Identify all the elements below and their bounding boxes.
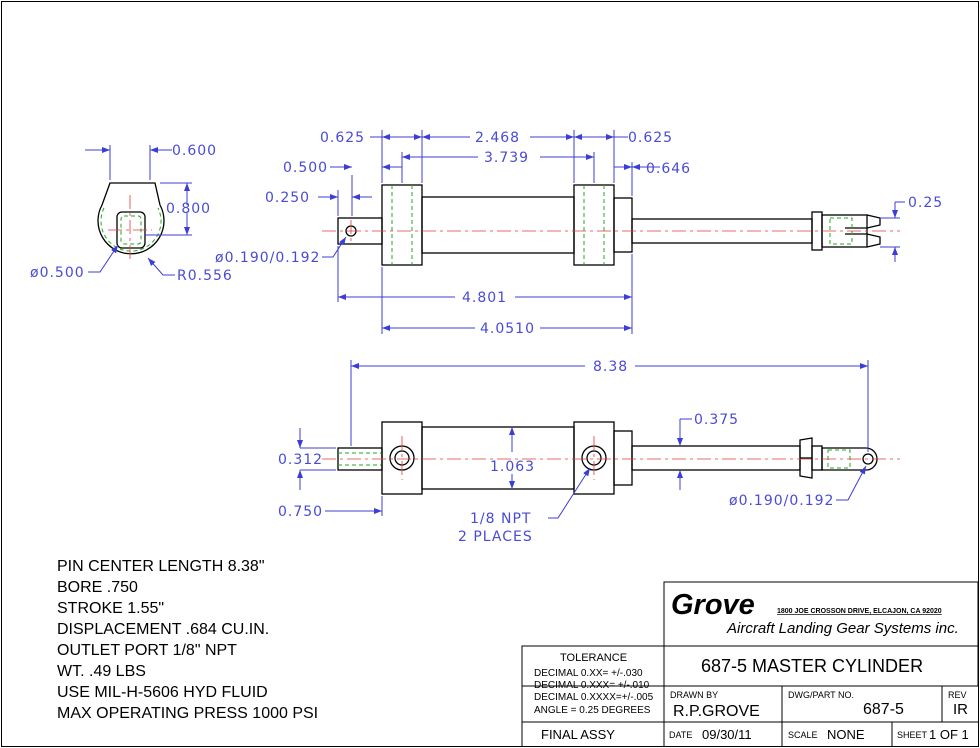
note-line: OUTLET PORT 1/8" NPT [57, 642, 237, 659]
drawing-title: 687-5 MASTER CYLINDER [701, 656, 923, 676]
drawn-by: R.P.GROVE [673, 703, 760, 720]
dim-top-hole: ø0.190/0.192 [215, 250, 320, 266]
dim-top-025: 0.25 [908, 195, 943, 211]
note-line: WT. .49 LBS [57, 663, 146, 680]
note-line: USE MIL-H-5606 HYD FLUID [57, 684, 268, 701]
company-address: 1800 JOE CROSSON DRIVE, ELCAJON, CA 9202… [777, 608, 942, 615]
assy-label: FINAL ASSY [541, 727, 615, 742]
scale-value: NONE [827, 727, 865, 742]
note-line: STROKE 1.55" [57, 600, 164, 617]
dim-top-646: 0.646 [646, 161, 691, 177]
tolerance-line: DECIMAL 0.XXX= +/-.010 [534, 680, 650, 691]
dim-end-diameter: ø0.500 [30, 265, 85, 281]
dim-top-left: 0.625 [320, 130, 365, 146]
note-line: PIN CENTER LENGTH 8.38" [57, 558, 265, 575]
sheet-value: 1 OF 1 [929, 727, 969, 742]
tolerance-line: DECIMAL 0.XX= +/-.030 [534, 668, 643, 679]
rev-value: IR [953, 701, 968, 718]
company-logo: Grove [671, 589, 755, 621]
dim-end-width: 0.600 [172, 143, 217, 159]
dim-bot-838: 8.38 [593, 359, 628, 375]
dim-top-500: 0.500 [283, 160, 328, 176]
dwg-no-label: DWG/PART NO. [788, 690, 854, 700]
dwg-no: 687-5 [863, 701, 904, 718]
date-label: DATE [669, 730, 692, 740]
dim-bot-312: 0.312 [278, 452, 323, 468]
top-view [318, 130, 905, 334]
dim-top-250: 0.250 [265, 190, 310, 206]
dim-top-overall: 3.739 [484, 150, 529, 166]
tolerance-line: ANGLE = 0.25 DEGREES [534, 705, 651, 716]
sheet-label: SHEET [897, 730, 928, 740]
title-block [521, 581, 979, 746]
dim-top-4801: 4.801 [462, 290, 507, 306]
spec-notes: PIN CENTER LENGTH 8.38" BORE .750 STROKE… [57, 558, 318, 722]
npt-note-line1: 1/8 NPT [470, 511, 531, 527]
scale-label: SCALE [788, 730, 818, 740]
npt-note-line2: 2 PLACES [458, 529, 533, 545]
dim-end-height: 0.800 [166, 201, 211, 217]
note-line: BORE .750 [57, 579, 138, 596]
dim-bot-1063: 1.063 [490, 459, 535, 475]
company-division: Aircraft Landing Gear Systems inc. [726, 620, 959, 637]
date-value: 09/30/11 [702, 727, 752, 742]
dim-top-40510: 4.0510 [480, 321, 535, 337]
drawn-by-label: DRAWN BY [670, 690, 718, 700]
tolerance-line: DECIMAL 0.XXXX=+/-.005 [534, 692, 654, 703]
dim-bot-750: 0.750 [278, 504, 323, 520]
dim-bot-hole: ø0.190/0.192 [729, 493, 834, 509]
side-view [297, 360, 900, 519]
tolerance-label: TOLERANCE [560, 652, 627, 664]
end-view [85, 145, 192, 276]
rev-label: REV [948, 690, 967, 700]
dim-bot-375: 0.375 [694, 412, 739, 428]
note-line: DISPLACEMENT .684 CU.IN. [57, 621, 269, 638]
dim-top-mid: 2.468 [475, 130, 520, 146]
dim-end-radius: R0.556 [177, 268, 233, 284]
dim-top-right: 0.625 [628, 130, 673, 146]
note-line: MAX OPERATING PRESS 1000 PSI [57, 705, 318, 722]
